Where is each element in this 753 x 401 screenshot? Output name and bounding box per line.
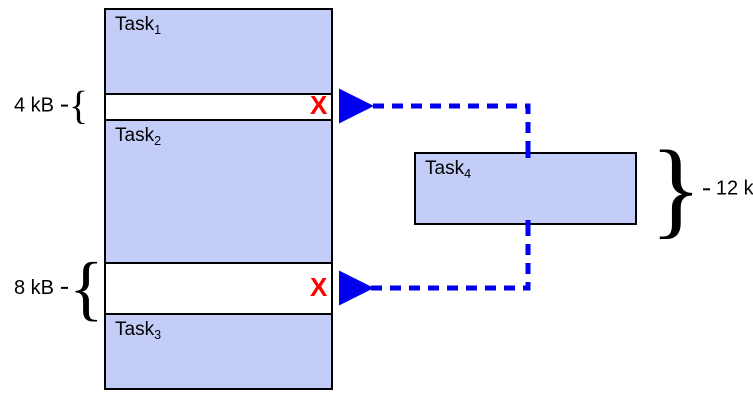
size-label-8kb: 8 kB xyxy=(14,276,55,299)
size-annotation-8kb: 8 kB { xyxy=(14,247,104,328)
leader-tick-12kb xyxy=(702,187,710,190)
brace-4kb-icon: { xyxy=(69,82,89,128)
task3-label: Task3 xyxy=(115,319,162,342)
size-annotation-12kb: } 12 kB xyxy=(650,129,753,249)
leader-tick-4kb xyxy=(61,104,69,107)
size-annotation-4kb: 4 kB { xyxy=(14,82,89,128)
memory-map: Task1 Task2 Task3 xyxy=(104,8,333,390)
brace-8kb-icon: { xyxy=(69,247,104,328)
rejection-x-icon-4kb: X xyxy=(310,90,328,120)
size-label-4kb: 4 kB xyxy=(14,94,55,117)
task1-label: Task1 xyxy=(115,14,162,37)
connector-arrow-4kb xyxy=(339,88,531,152)
memory-hole-8kb xyxy=(106,264,331,313)
incoming-task4-block: Task4 xyxy=(414,152,637,225)
leader-tick-8kb xyxy=(61,286,69,289)
memory-block-task1: Task1 xyxy=(106,10,331,95)
brace-12kb-icon: } xyxy=(650,129,702,249)
memory-block-task2: Task2 xyxy=(106,119,331,264)
size-label-12kb: 12 kB xyxy=(715,177,753,200)
task4-label: Task4 xyxy=(425,158,472,181)
rejection-x-icon-8kb: X xyxy=(310,272,328,302)
connector-arrow-8kb xyxy=(339,225,531,306)
memory-block-task3: Task3 xyxy=(106,313,331,388)
memory-hole-4kb xyxy=(106,95,331,119)
task2-label: Task2 xyxy=(115,125,162,148)
